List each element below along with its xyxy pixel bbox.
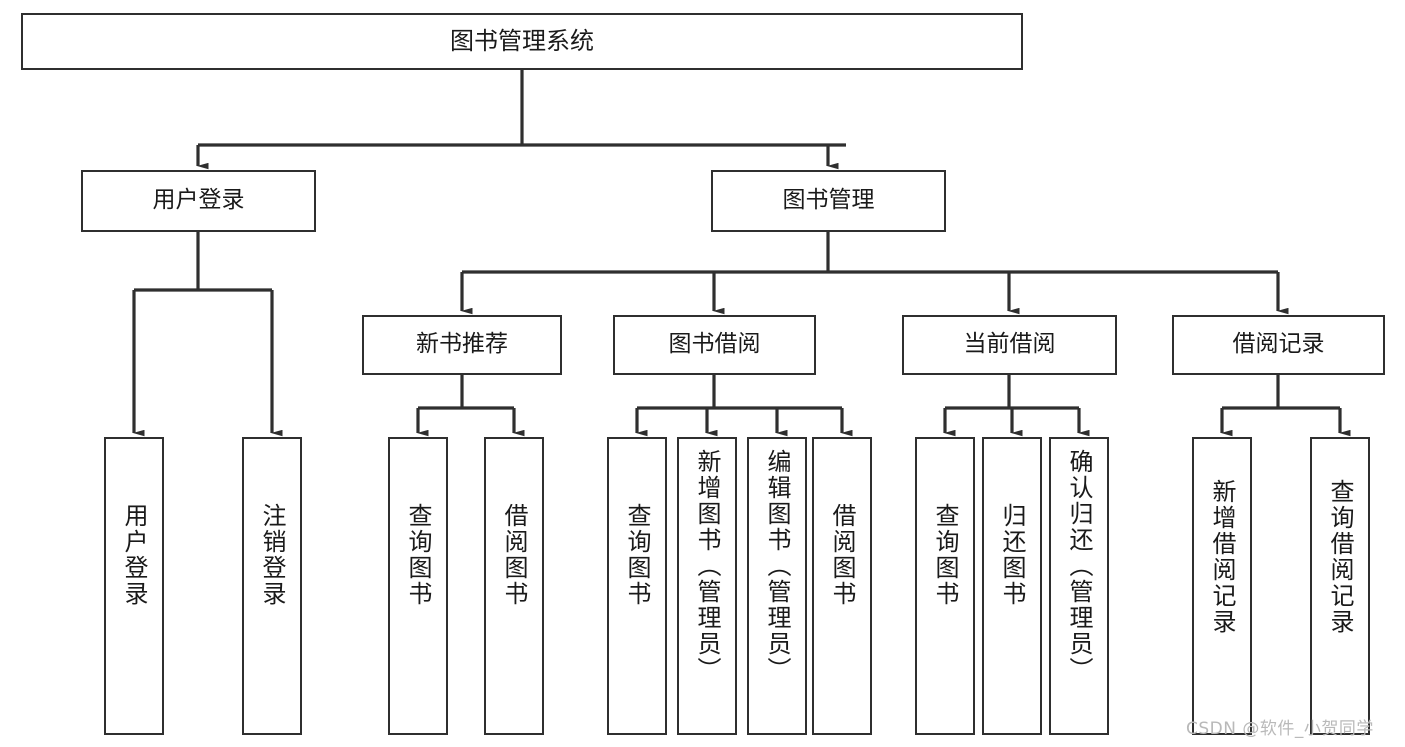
- node-current-borrow-label: 当前借阅: [963, 331, 1056, 358]
- leaf-user-login-label: 用户登录: [120, 503, 148, 607]
- leaf-query-book-borrow-label: 查询图书: [623, 503, 651, 607]
- leaf-add-book-admin-label: 新增图书（管理员）: [693, 449, 721, 683]
- leaf-query-book-current-label: 查询图书: [931, 503, 959, 607]
- leaf-borrow-book[interactable]: 借阅图书: [812, 437, 872, 735]
- leaf-user-login[interactable]: 用户登录: [104, 437, 164, 735]
- node-borrow-record[interactable]: 借阅记录: [1172, 315, 1385, 375]
- node-book-management-label: 图书管理: [782, 187, 875, 214]
- node-current-borrow[interactable]: 当前借阅: [902, 315, 1117, 375]
- leaf-query-book-newbook-label: 查询图书: [404, 503, 432, 607]
- leaf-add-borrow-record-label: 新增借阅记录: [1208, 479, 1236, 635]
- node-borrow-record-label: 借阅记录: [1232, 331, 1325, 358]
- leaf-return-book[interactable]: 归还图书: [982, 437, 1042, 735]
- node-root[interactable]: 图书管理系统: [21, 13, 1023, 70]
- leaf-add-book-admin[interactable]: 新增图书（管理员）: [677, 437, 737, 735]
- watermark-text: CSDN @软件_小贺同学: [1186, 719, 1374, 739]
- leaf-borrow-book-label: 借阅图书: [828, 503, 856, 607]
- leaf-borrow-book-newbook[interactable]: 借阅图书: [484, 437, 544, 735]
- node-book-management[interactable]: 图书管理: [711, 170, 946, 232]
- leaf-add-borrow-record[interactable]: 新增借阅记录: [1192, 437, 1252, 735]
- node-book-borrow[interactable]: 图书借阅: [613, 315, 816, 375]
- leaf-query-book-borrow[interactable]: 查询图书: [607, 437, 667, 735]
- leaf-query-book-current[interactable]: 查询图书: [915, 437, 975, 735]
- node-root-label: 图书管理系统: [450, 27, 594, 56]
- leaf-query-borrow-record-label: 查询借阅记录: [1326, 479, 1354, 635]
- leaf-logout-label: 注销登录: [258, 503, 286, 607]
- node-new-book-recommend[interactable]: 新书推荐: [362, 315, 562, 375]
- node-book-borrow-label: 图书借阅: [668, 331, 761, 358]
- leaf-query-book-newbook[interactable]: 查询图书: [388, 437, 448, 735]
- leaf-edit-book-admin[interactable]: 编辑图书（管理员）: [747, 437, 807, 735]
- node-user-login-label: 用户登录: [152, 187, 245, 214]
- leaf-query-borrow-record[interactable]: 查询借阅记录: [1310, 437, 1370, 735]
- leaf-confirm-return-admin[interactable]: 确认归还（管理员）: [1049, 437, 1109, 735]
- leaf-borrow-book-newbook-label: 借阅图书: [500, 503, 528, 607]
- leaf-edit-book-admin-label: 编辑图书（管理员）: [763, 449, 791, 683]
- leaf-confirm-return-admin-label: 确认归还（管理员）: [1065, 449, 1093, 683]
- leaf-logout[interactable]: 注销登录: [242, 437, 302, 735]
- node-user-login[interactable]: 用户登录: [81, 170, 316, 232]
- leaf-return-book-label: 归还图书: [998, 503, 1026, 607]
- node-new-book-recommend-label: 新书推荐: [416, 331, 508, 358]
